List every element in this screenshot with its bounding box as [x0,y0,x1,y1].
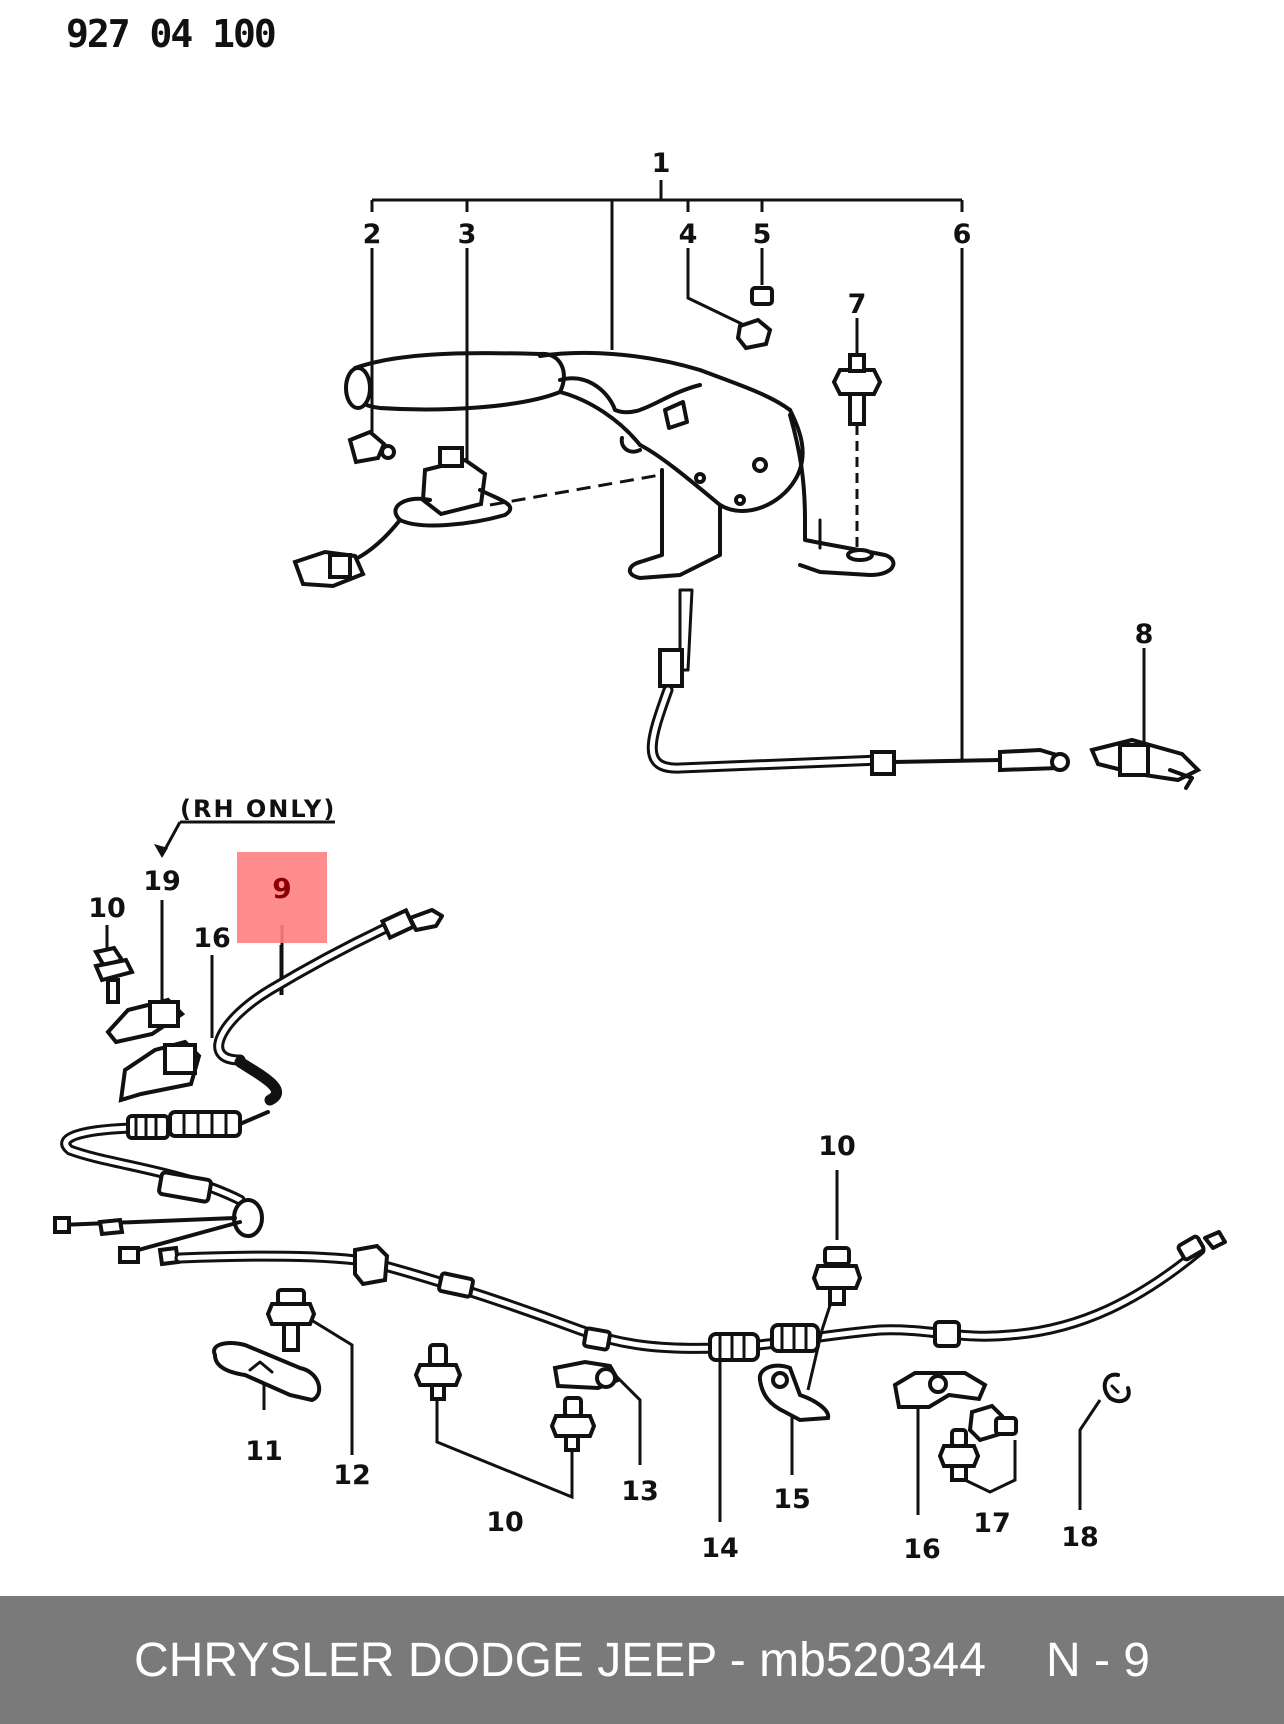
footer-title: CHRYSLER DODGE JEEP - mb520344 [134,1633,986,1687]
callout-4: 4 [679,219,698,250]
callout-labels: 1 2 3 4 5 6 7 8 19 10 16 10 11 12 10 13 … [88,148,1153,1565]
part-11-clip [212,1341,322,1403]
callout-19: 19 [143,866,181,897]
part-8-clip [1089,737,1202,790]
callout-2: 2 [363,219,382,250]
part-19-bracket [105,997,186,1045]
callout-17: 17 [973,1508,1011,1539]
callout-11: 11 [245,1436,283,1467]
parking-brake-lever [344,350,896,580]
callout-6: 6 [953,219,972,250]
part-6-front-cable [646,588,1070,776]
callout-8: 8 [1135,619,1154,650]
part-13-bracket [552,1359,621,1391]
part-10-bolt-a [92,945,135,1004]
part-18-clip [1102,1372,1131,1404]
callout-13: 13 [621,1476,659,1507]
callout-3: 3 [458,219,477,250]
callout-bracket-1 [370,180,964,350]
footer-bar: CHRYSLER DODGE JEEP - mb520344 N - 9 [0,1596,1284,1724]
part-15-bracket [757,1363,831,1423]
part-12-bolt [265,1288,317,1352]
part-2-pin [347,429,396,465]
part-14-long-cable [174,1230,1227,1362]
callout-10-top: 10 [88,893,126,924]
rh-only-note: (RH ONLY) [154,795,336,858]
callout-16-bottom: 16 [903,1534,941,1565]
callout-1: 1 [652,148,671,179]
callout-9: 9 [272,872,292,905]
callout-10-bottom: 10 [486,1507,524,1538]
part-10-bolt-c [413,1343,463,1401]
left-cable-assembly [53,1110,270,1267]
part-10-bolt-b [811,1246,863,1306]
callout-10-mid: 10 [818,1131,856,1162]
callout-12: 12 [333,1460,371,1491]
callout-15: 15 [773,1484,811,1515]
part-17-bolts [937,1403,1018,1482]
part-16-bracket-b [892,1371,988,1409]
leader-lines-top [370,248,1146,760]
document-number: 927 04 100 [66,12,277,56]
footer-page-label: N - 9 [1045,1633,1150,1687]
callout-7: 7 [848,289,867,320]
part-7-bolt [831,353,883,426]
highlight-box-part-9 [237,852,327,943]
part-10-bolt-d [549,1396,597,1452]
rh-only-label: (RH ONLY) [180,795,336,823]
part-9-rear-cable [213,907,444,1106]
callout-5: 5 [753,219,772,250]
callout-18: 18 [1061,1522,1099,1553]
parts-diagram: (RH ONLY) [53,148,1227,1565]
callout-14: 14 [701,1533,739,1564]
part-16-bracket-a [118,1039,202,1103]
leader-lines-bottom [262,1170,1102,1522]
part-3-switch [292,446,513,589]
part-4-cap [735,317,773,351]
callout-16-top: 16 [193,923,231,954]
part-5-nut [750,286,774,306]
